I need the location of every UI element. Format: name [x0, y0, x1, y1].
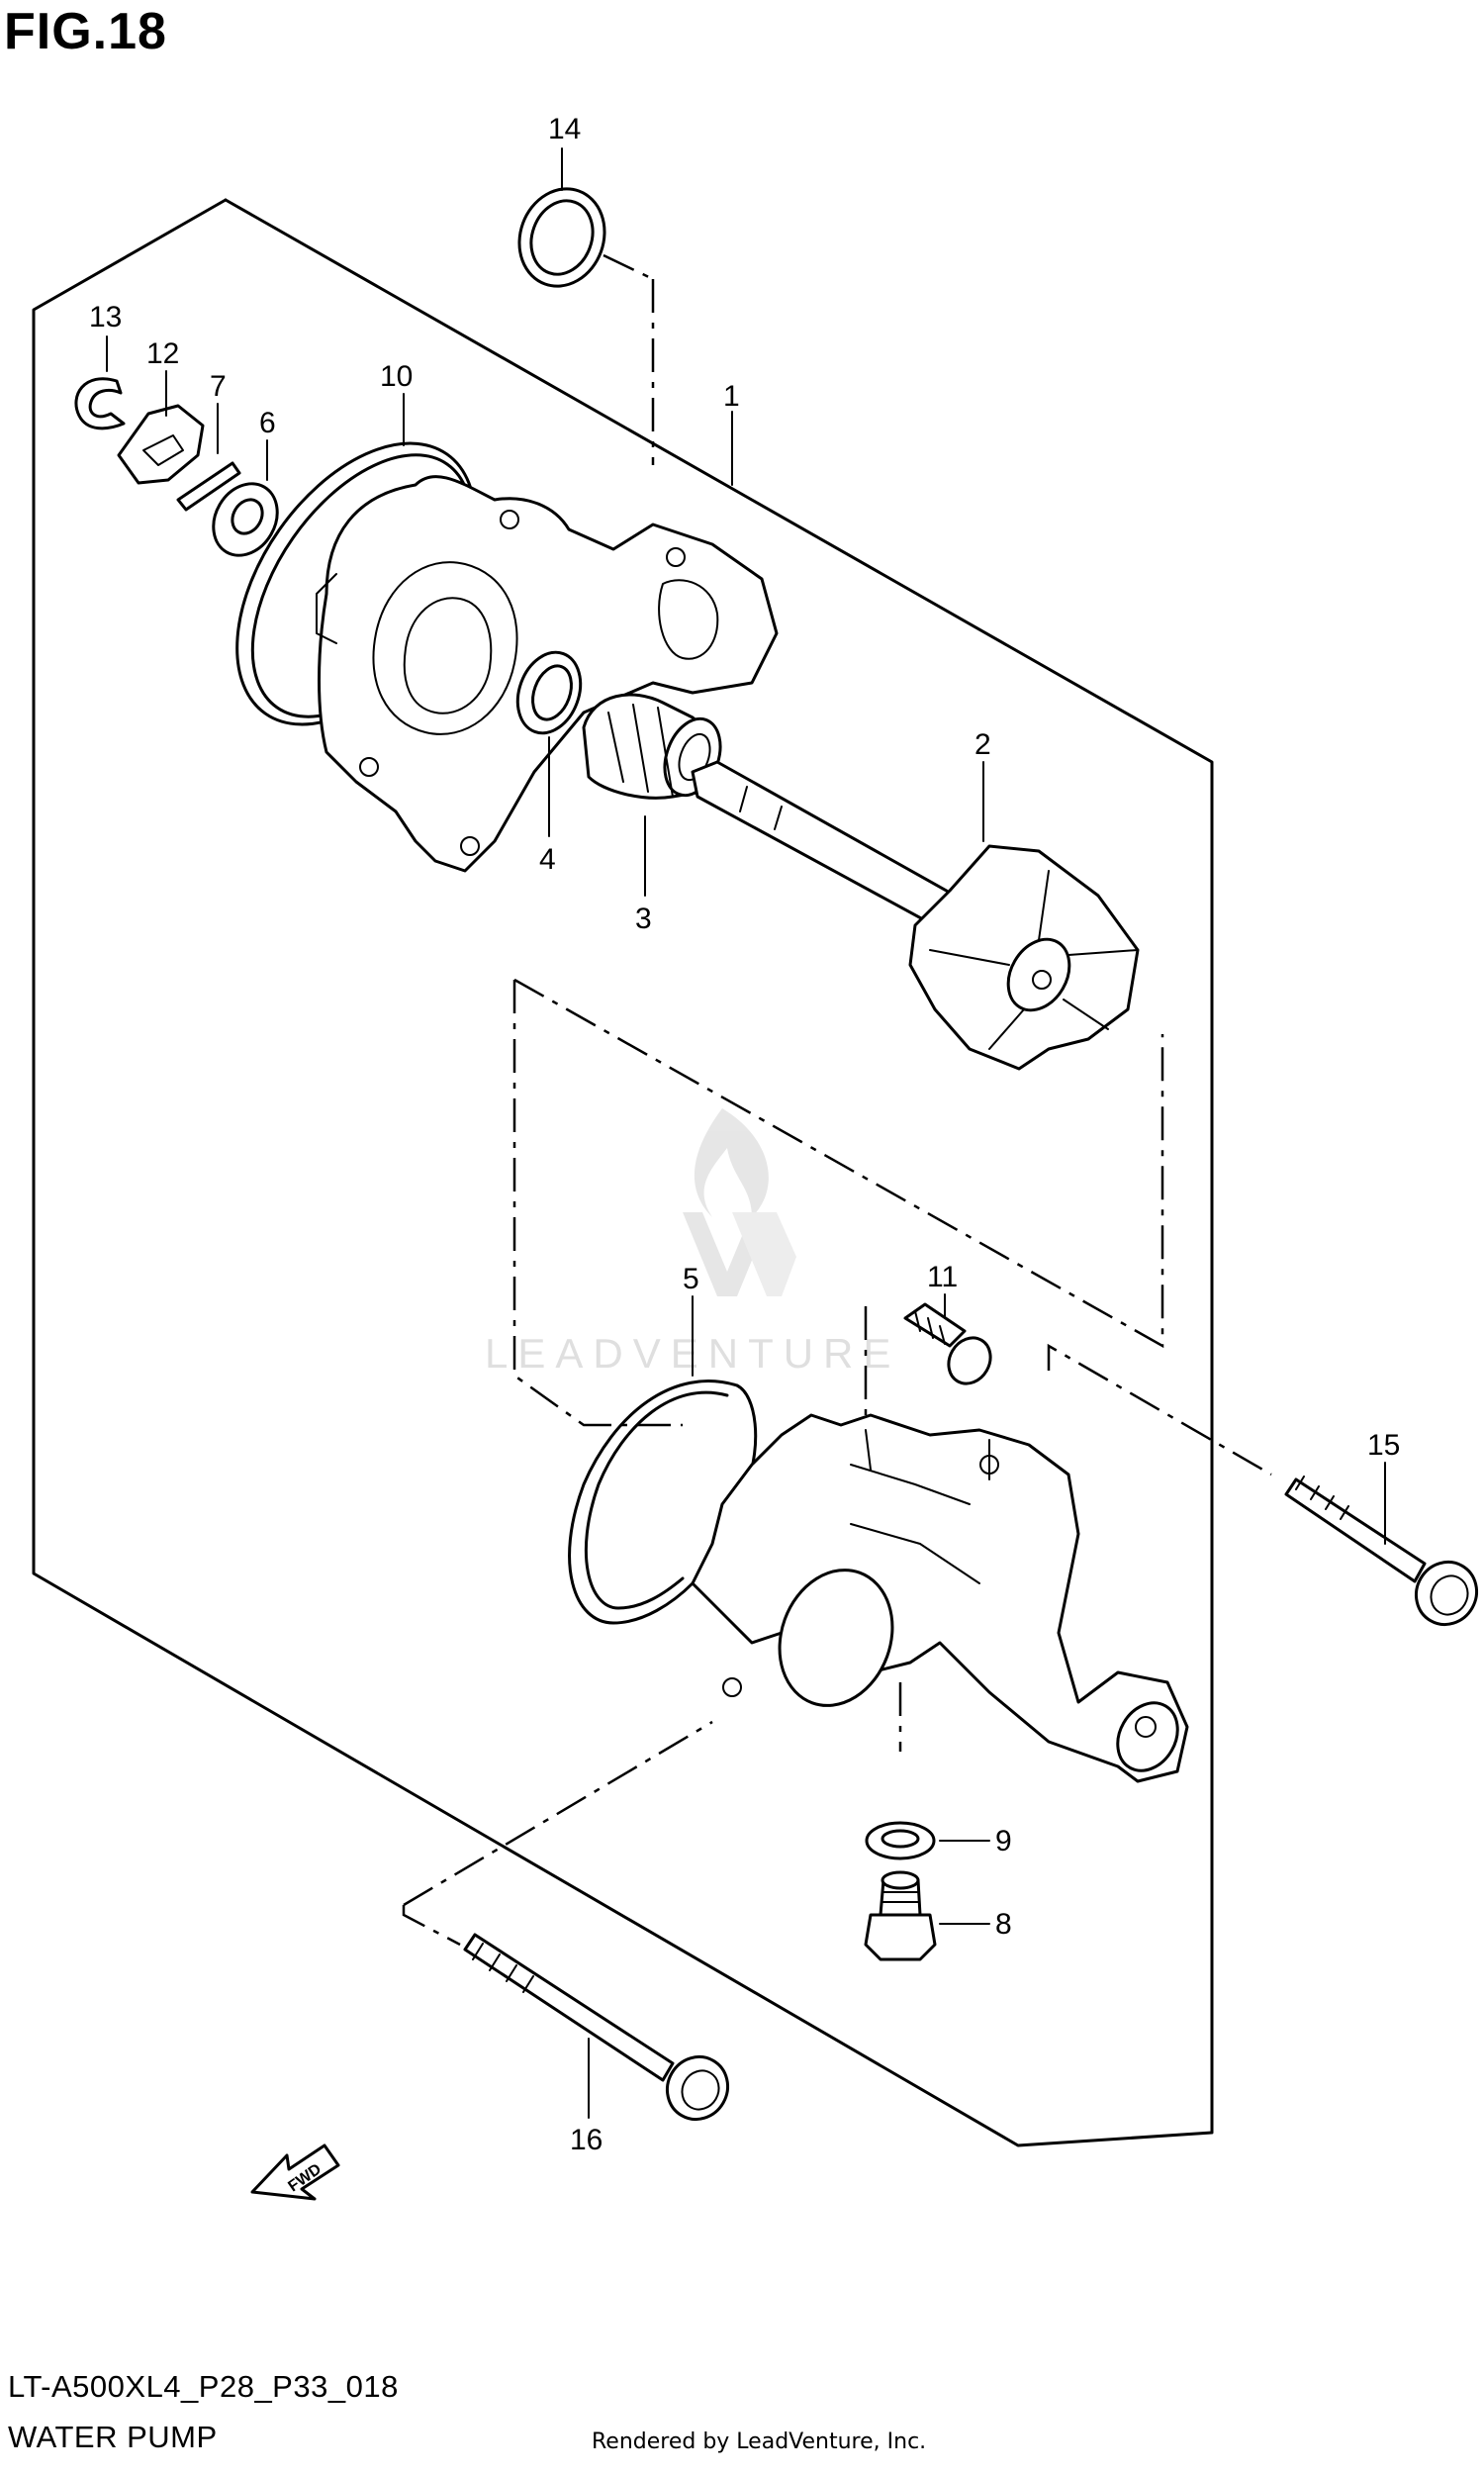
diagram-name: WATER PUMP — [8, 2420, 218, 2454]
part-16-bolt-long[interactable] — [463, 1933, 739, 2131]
callout-8[interactable]: 8 — [995, 1908, 1012, 1941]
callout-3[interactable]: 3 — [635, 903, 652, 935]
part-2-impeller-shaft[interactable] — [691, 760, 1140, 1071]
callout-labels: 14 1 2 3 4 5 6 7 8 9 10 11 12 13 15 16 — [89, 113, 1400, 2156]
fwd-arrow: FWD — [250, 2143, 340, 2201]
callout-7[interactable]: 7 — [210, 370, 227, 403]
callout-10[interactable]: 10 — [380, 360, 413, 393]
callout-2[interactable]: 2 — [974, 728, 991, 761]
callout-11[interactable]: 11 — [927, 1261, 958, 1293]
callout-12[interactable]: 12 — [146, 337, 179, 370]
part-14-o-ring[interactable] — [506, 177, 617, 299]
part-12-drive-gear[interactable] — [117, 404, 205, 485]
callout-13[interactable]: 13 — [89, 301, 122, 333]
callout-14[interactable]: 14 — [548, 113, 581, 145]
figure-title: FIG.18 — [4, 3, 167, 60]
callout-4[interactable]: 4 — [539, 843, 556, 876]
callout-5[interactable]: 5 — [683, 1263, 699, 1295]
part-6-washer[interactable] — [201, 472, 290, 567]
construction-lines — [402, 253, 1272, 1947]
part-4-oil-seal[interactable] — [507, 643, 591, 741]
callout-9[interactable]: 9 — [995, 1825, 1012, 1857]
callout-6[interactable]: 6 — [259, 407, 276, 439]
callout-15[interactable]: 15 — [1367, 1429, 1400, 1462]
part-1-water-pump-cover[interactable] — [691, 1413, 1189, 1783]
part-9-gasket[interactable] — [865, 1821, 936, 1860]
part-13-e-ring[interactable] — [74, 377, 126, 430]
leadventure-watermark: LEADVENTURE — [485, 1108, 900, 1377]
callout-16[interactable]: 16 — [570, 2124, 603, 2156]
upper-assembly-boundary — [32, 198, 1214, 2147]
model-code: LT-A500XL4_P28_P33_018 — [8, 2369, 399, 2404]
part-11-bolt[interactable] — [903, 1302, 998, 1391]
render-credit: Rendered by LeadVenture, Inc. — [592, 2429, 927, 2454]
leader-lines — [106, 147, 1386, 2119]
part-3-mechanical-seal[interactable] — [582, 693, 730, 803]
watermark-text: LEADVENTURE — [485, 1330, 900, 1377]
part-8-drain-bolt[interactable] — [864, 1870, 937, 1961]
part-15-bolt-long[interactable] — [1284, 1476, 1484, 1636]
part-7-pin[interactable] — [176, 461, 241, 512]
callout-1[interactable]: 1 — [723, 380, 740, 413]
